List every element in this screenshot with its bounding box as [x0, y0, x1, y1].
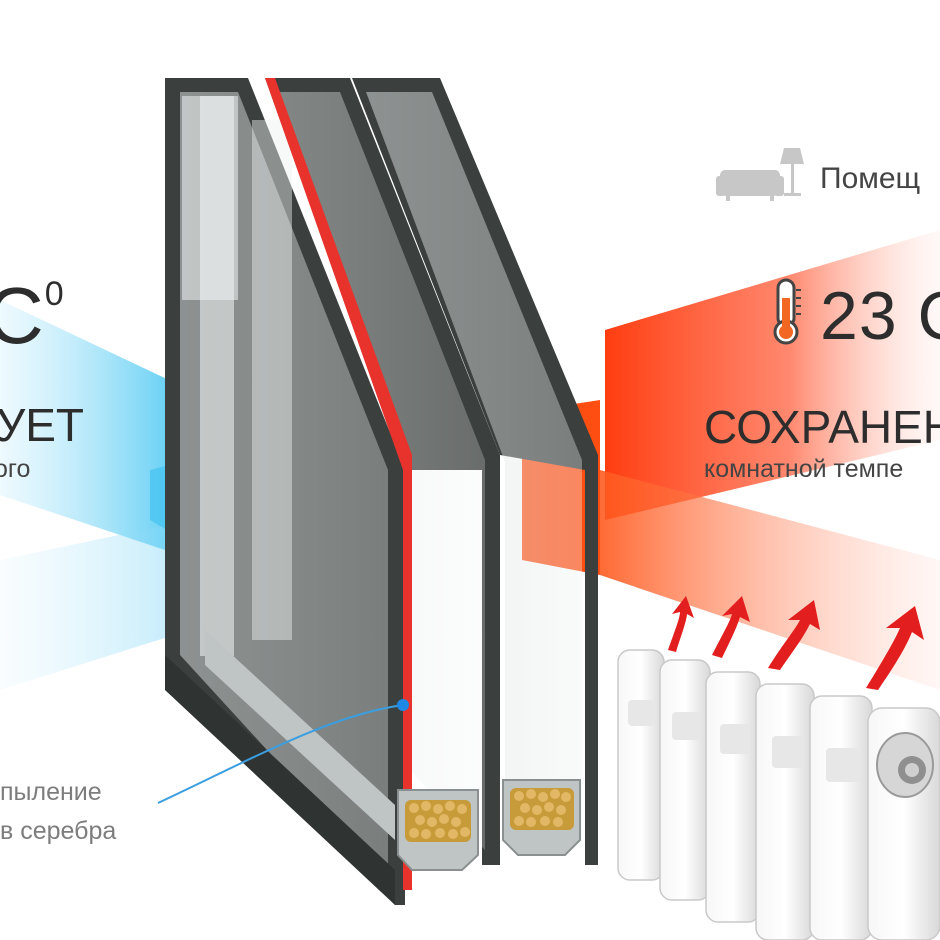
spacer-right: [502, 779, 581, 856]
coating-label-line1: пыление: [0, 778, 102, 806]
sofa-lamp-icon: [716, 148, 804, 201]
right-heading: СОХРАНЕН: [704, 401, 940, 453]
radiator-valve: [876, 732, 934, 798]
glazing-unit: [165, 78, 598, 905]
left-subheading: ого: [0, 455, 31, 483]
spacer-left: [397, 789, 479, 871]
room-temperature: 23 С: [820, 278, 940, 354]
thermometer-icon: [773, 278, 801, 345]
outdoor-temperature: C0: [0, 270, 64, 362]
coating-label-line2: в серебра: [0, 817, 117, 845]
room-label: Помещ: [820, 162, 921, 195]
left-heading: УЕТ: [0, 399, 85, 451]
radiator: [617, 649, 940, 940]
temp-unit: C: [0, 271, 44, 360]
coating-pointer: [157, 699, 409, 804]
heat-arrow-icon: [668, 596, 924, 690]
right-subheading: комнатной темпе: [704, 455, 904, 483]
temp-degree: 0: [44, 275, 64, 313]
